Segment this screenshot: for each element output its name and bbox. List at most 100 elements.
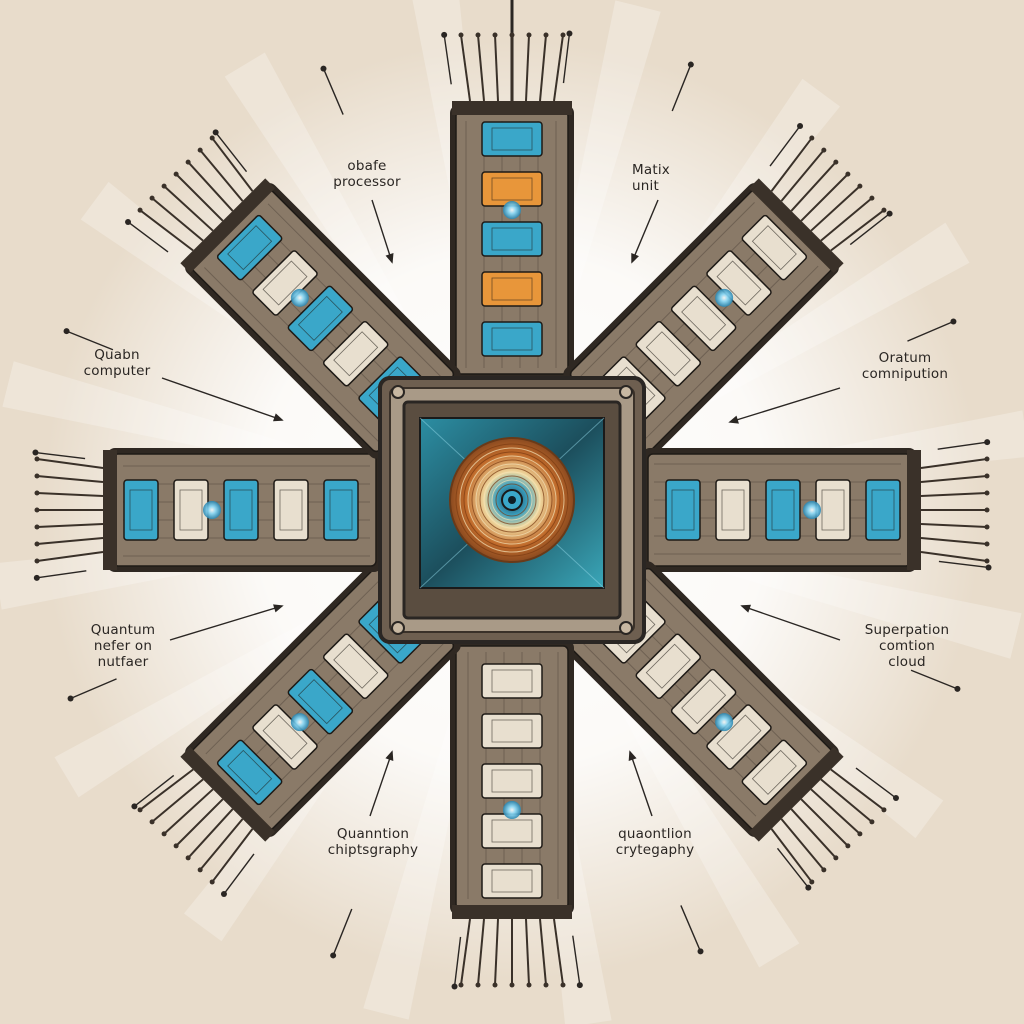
chip-inner bbox=[681, 679, 727, 725]
label-arrow bbox=[169, 605, 283, 641]
leader-line bbox=[907, 320, 954, 342]
chip bbox=[670, 668, 737, 735]
chip-inner bbox=[227, 225, 273, 271]
chip bbox=[481, 171, 543, 207]
leader-dot bbox=[67, 695, 74, 702]
core-ring bbox=[479, 467, 545, 533]
pin-tip bbox=[492, 32, 498, 38]
circuit-board-icon bbox=[450, 32, 574, 421]
chip-inner bbox=[297, 295, 343, 341]
leader-line bbox=[938, 560, 989, 569]
pin-tip bbox=[526, 982, 532, 988]
chip bbox=[216, 739, 283, 806]
chip bbox=[765, 479, 801, 541]
pin-tip bbox=[984, 456, 990, 462]
chip-inner bbox=[716, 714, 762, 760]
trace bbox=[205, 578, 381, 755]
leader-dot bbox=[697, 948, 704, 955]
chip bbox=[481, 121, 543, 157]
pin-tip bbox=[509, 32, 515, 38]
pin-tip bbox=[458, 32, 464, 38]
end-cap bbox=[452, 905, 572, 919]
chip-inner bbox=[491, 227, 533, 251]
label-top-right: Matix unit bbox=[632, 162, 670, 194]
leader-dot bbox=[451, 983, 458, 990]
leader-line bbox=[769, 125, 801, 167]
chip-inner bbox=[227, 749, 273, 795]
chip-inner bbox=[751, 749, 797, 795]
connector-pin-icon bbox=[151, 197, 204, 242]
pin-tip bbox=[984, 473, 990, 479]
connector-pin-icon bbox=[199, 818, 244, 871]
chip-inner bbox=[721, 489, 745, 531]
connector-pin-icon bbox=[163, 185, 214, 232]
connector-pin-icon bbox=[187, 161, 234, 212]
arrow-head bbox=[728, 415, 739, 424]
qubit-spark bbox=[290, 713, 309, 732]
pin-tip bbox=[137, 207, 143, 213]
leader-dot bbox=[63, 328, 70, 335]
end-cap bbox=[452, 101, 572, 115]
chip-inner bbox=[491, 819, 533, 843]
qubit-spark bbox=[203, 501, 221, 519]
connector-pin-icon bbox=[830, 768, 885, 811]
chip bbox=[287, 285, 354, 352]
trace bbox=[644, 577, 820, 753]
leader-dot bbox=[212, 129, 219, 136]
pin-tip bbox=[881, 807, 887, 813]
pin-tip bbox=[984, 558, 990, 564]
trace bbox=[267, 203, 444, 379]
pin-tip bbox=[560, 32, 566, 38]
end-cap bbox=[748, 746, 844, 842]
leader-dot bbox=[125, 218, 132, 225]
pin-tip bbox=[149, 819, 155, 825]
chip bbox=[635, 320, 702, 387]
connector-pin-icon bbox=[211, 828, 254, 883]
connector-pin-icon bbox=[460, 34, 471, 102]
pin-tip bbox=[857, 831, 863, 837]
end-cap bbox=[103, 450, 117, 570]
chip bbox=[706, 704, 772, 770]
pin-tip bbox=[833, 159, 839, 165]
chip bbox=[815, 479, 851, 541]
core-ring bbox=[495, 483, 529, 517]
core-ring bbox=[471, 459, 553, 541]
pin-tip bbox=[149, 195, 155, 201]
chip-inner bbox=[262, 260, 308, 306]
circuit-board-icon bbox=[450, 599, 574, 988]
qubit-spark bbox=[803, 501, 821, 519]
chip bbox=[216, 214, 283, 281]
pin-tip bbox=[209, 879, 215, 885]
connector-pin-icon bbox=[539, 34, 547, 102]
chip bbox=[741, 739, 808, 806]
chip-inner bbox=[491, 327, 533, 351]
pin-tip bbox=[845, 843, 851, 849]
connector-pin-icon bbox=[770, 828, 813, 883]
connector-pin-icon bbox=[810, 185, 861, 232]
pin-tip bbox=[869, 819, 875, 825]
circuit-board-icon bbox=[34, 448, 423, 572]
trace bbox=[269, 642, 445, 818]
chip-inner bbox=[229, 489, 253, 531]
connector-pin-icon bbox=[187, 808, 234, 859]
connector-pin-icon bbox=[139, 209, 194, 252]
label-bottom-left: Quanntion chiptsgraphy bbox=[327, 826, 419, 858]
core-rings bbox=[455, 443, 569, 557]
pin-tip bbox=[560, 982, 566, 988]
chip-inner bbox=[645, 643, 691, 689]
leader-line bbox=[215, 131, 248, 173]
core-ring bbox=[467, 455, 557, 545]
arrow-head bbox=[273, 413, 284, 422]
connector-pin-icon bbox=[810, 788, 861, 835]
leader-dot bbox=[805, 884, 812, 891]
leader-line bbox=[849, 213, 891, 246]
chip-inner bbox=[871, 489, 895, 531]
leader-line bbox=[572, 935, 581, 986]
end-cap bbox=[180, 746, 276, 842]
connector-pin-icon bbox=[539, 918, 547, 986]
connector-pin-icon bbox=[477, 918, 485, 986]
leader-dot bbox=[33, 574, 40, 581]
leader-line bbox=[443, 34, 452, 85]
connector-pin-icon bbox=[199, 149, 244, 202]
